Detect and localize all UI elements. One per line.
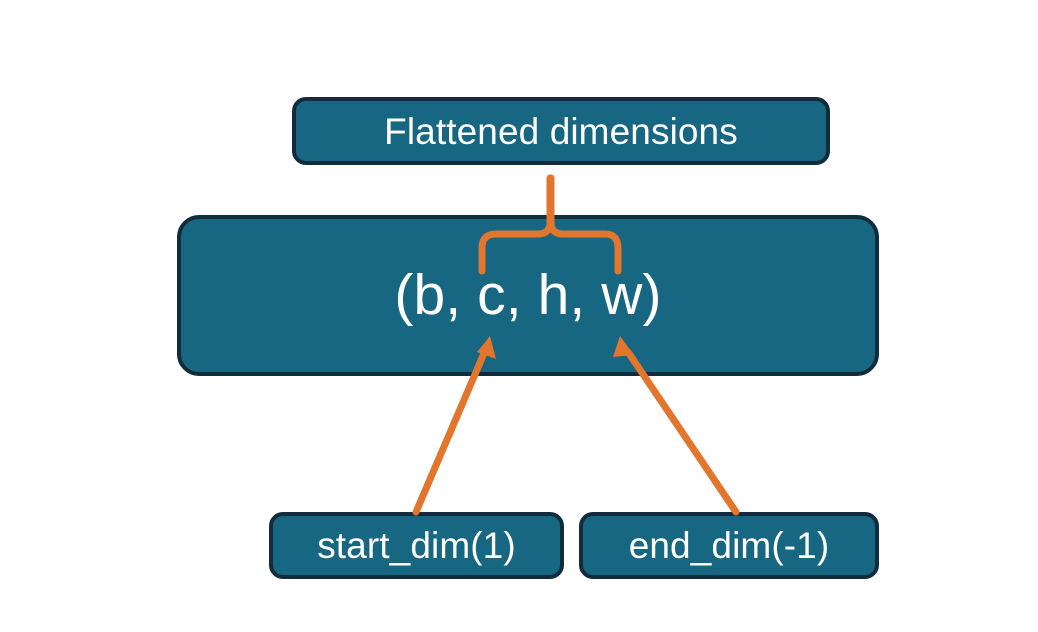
node-start-dim-label: start_dim(1) [317, 525, 516, 566]
node-tensor-shape-label: (b, c, h, w) [394, 263, 662, 327]
node-start-dim: start_dim(1) [269, 512, 564, 579]
node-flattened-dimensions-label: Flattened dimensions [384, 110, 738, 152]
node-end-dim-label: end_dim(-1) [628, 525, 830, 566]
node-tensor-shape: (b, c, h, w) [177, 215, 879, 376]
node-end-dim: end_dim(-1) [579, 512, 879, 579]
node-flattened-dimensions: Flattened dimensions [292, 97, 830, 165]
